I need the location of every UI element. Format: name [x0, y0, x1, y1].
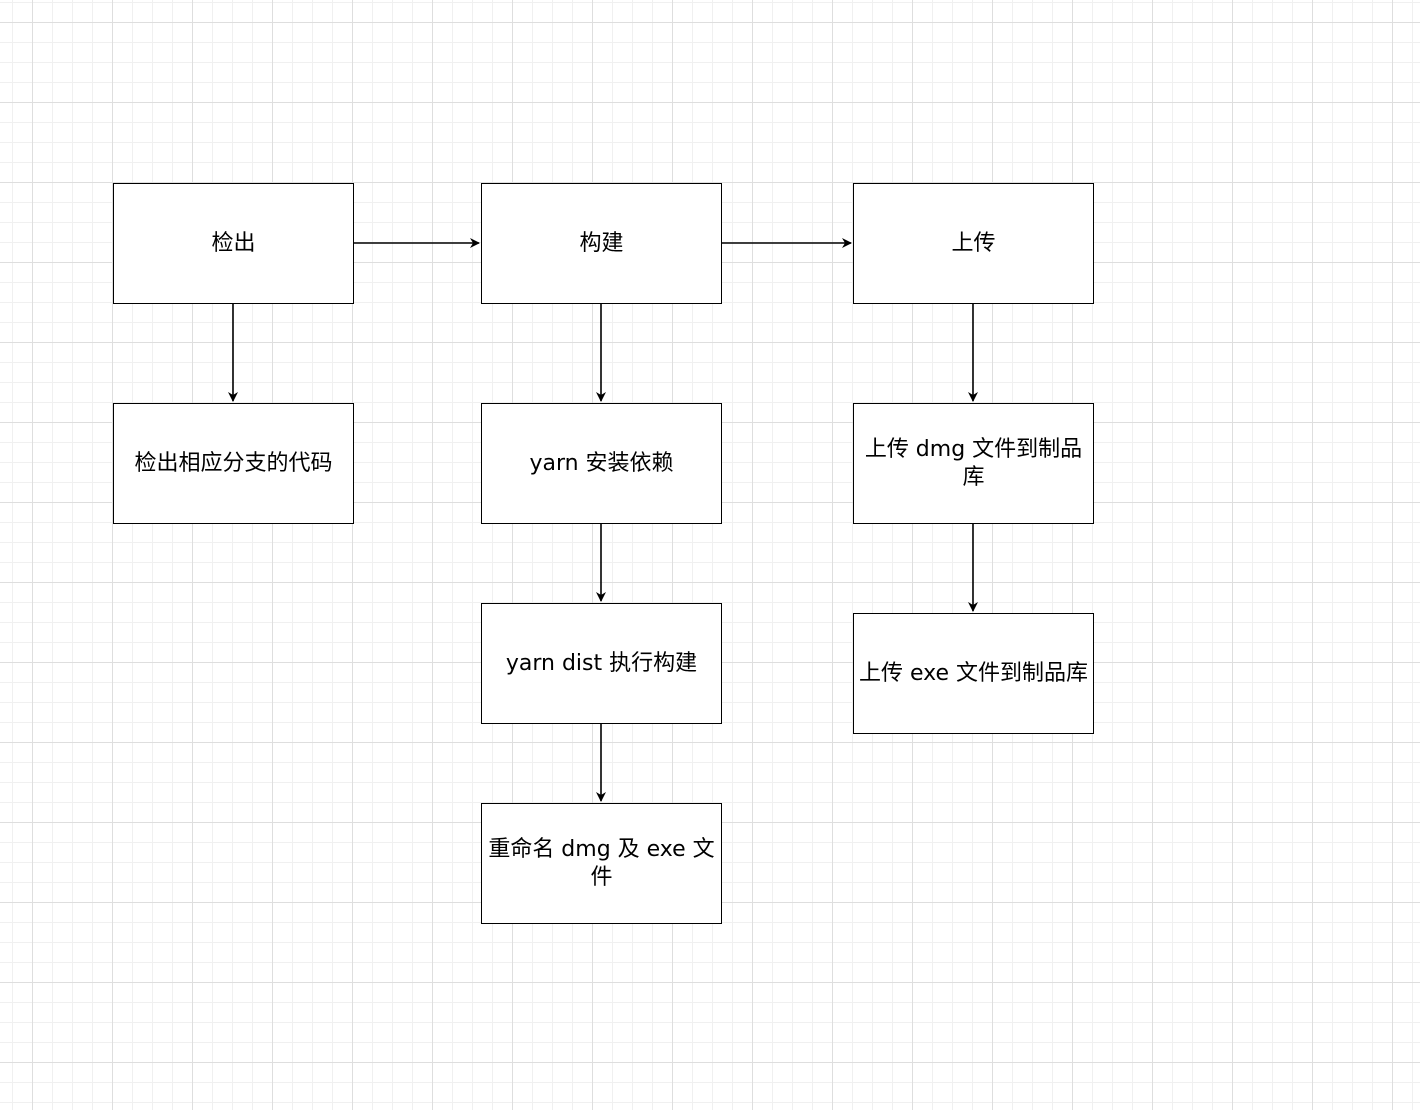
node-rename-label: 重命名 dmg 及 exe 文件 — [488, 836, 715, 890]
node-yarn-dist[interactable]: yarn dist 执行构建 — [481, 603, 722, 724]
node-checkout[interactable]: 检出 — [113, 183, 354, 304]
node-build[interactable]: 构建 — [481, 183, 722, 304]
node-yarn-install[interactable]: yarn 安装依赖 — [481, 403, 722, 524]
node-checkout-label: 检出 — [211, 230, 256, 256]
node-upload-dmg-label: 上传 dmg 文件到制品库 — [864, 436, 1083, 490]
node-upload-exe-label: 上传 exe 文件到制品库 — [858, 660, 1088, 686]
node-upload-label: 上传 — [951, 230, 996, 256]
node-checkout-branch[interactable]: 检出相应分支的代码 — [113, 403, 354, 524]
node-yarn-install-label: yarn 安装依赖 — [529, 450, 674, 476]
node-upload-dmg[interactable]: 上传 dmg 文件到制品库 — [853, 403, 1094, 524]
node-yarn-dist-label: yarn dist 执行构建 — [505, 650, 698, 676]
node-rename[interactable]: 重命名 dmg 及 exe 文件 — [481, 803, 722, 924]
node-checkout-branch-label: 检出相应分支的代码 — [134, 450, 333, 476]
node-upload[interactable]: 上传 — [853, 183, 1094, 304]
node-build-label: 构建 — [579, 230, 624, 256]
node-upload-exe[interactable]: 上传 exe 文件到制品库 — [853, 613, 1094, 734]
